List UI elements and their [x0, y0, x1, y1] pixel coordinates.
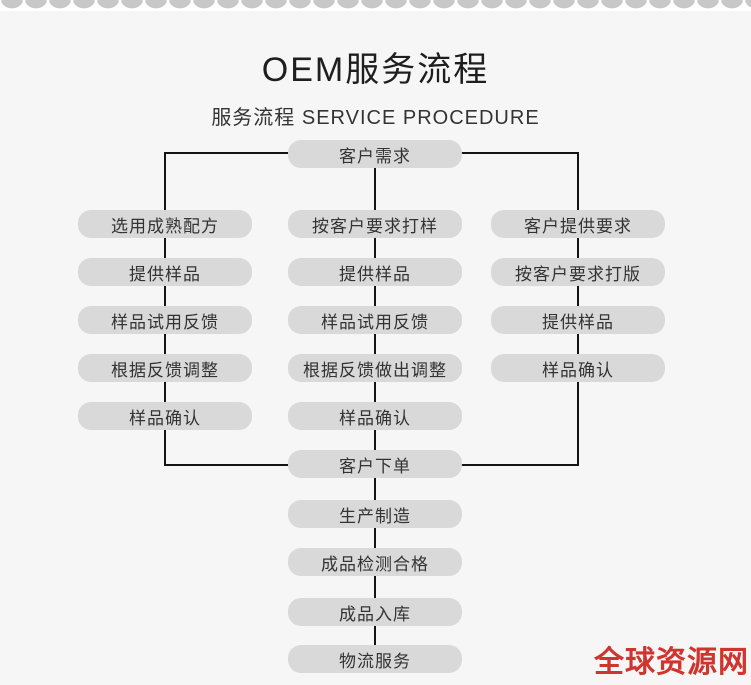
node-adjust-by-feedback-middle: 根据反馈做出调整	[288, 354, 462, 382]
torn-paper-edge	[0, 0, 751, 11]
node-sample-confirm-right: 样品确认	[491, 354, 665, 382]
page-subtitle: 服务流程 SERVICE PROCEDURE	[211, 107, 540, 129]
page-title: OEM服务流程	[261, 51, 490, 89]
node-provide-sample-middle: 提供样品	[288, 258, 462, 286]
node-sample-confirm-left: 样品确认	[78, 402, 252, 430]
node-customer-order: 客户下单	[288, 450, 462, 478]
node-customer-provides-requirements: 客户提供要求	[491, 210, 665, 238]
node-sample-trial-feedback-middle: 样品试用反馈	[288, 306, 462, 334]
node-provide-sample-right: 提供样品	[491, 306, 665, 334]
node-sample-confirm-middle: 样品确认	[288, 402, 462, 430]
node-customer-demand: 客户需求	[288, 140, 462, 168]
node-adjust-by-feedback-left: 根据反馈调整	[78, 354, 252, 382]
node-warehouse-entry: 成品入库	[288, 598, 462, 626]
node-logistics-service: 物流服务	[288, 645, 462, 673]
node-select-mature-formula: 选用成熟配方	[78, 210, 252, 238]
node-finished-product-inspection: 成品检测合格	[288, 548, 462, 576]
node-pattern-by-customer-request: 按客户要求打版	[491, 258, 665, 286]
node-sample-trial-feedback-left: 样品试用反馈	[78, 306, 252, 334]
watermark-site-logo: 全球资源网	[594, 646, 749, 679]
node-provide-sample-left: 提供样品	[78, 258, 252, 286]
node-production: 生产制造	[288, 500, 462, 528]
node-sample-by-customer-request: 按客户要求打样	[288, 210, 462, 238]
